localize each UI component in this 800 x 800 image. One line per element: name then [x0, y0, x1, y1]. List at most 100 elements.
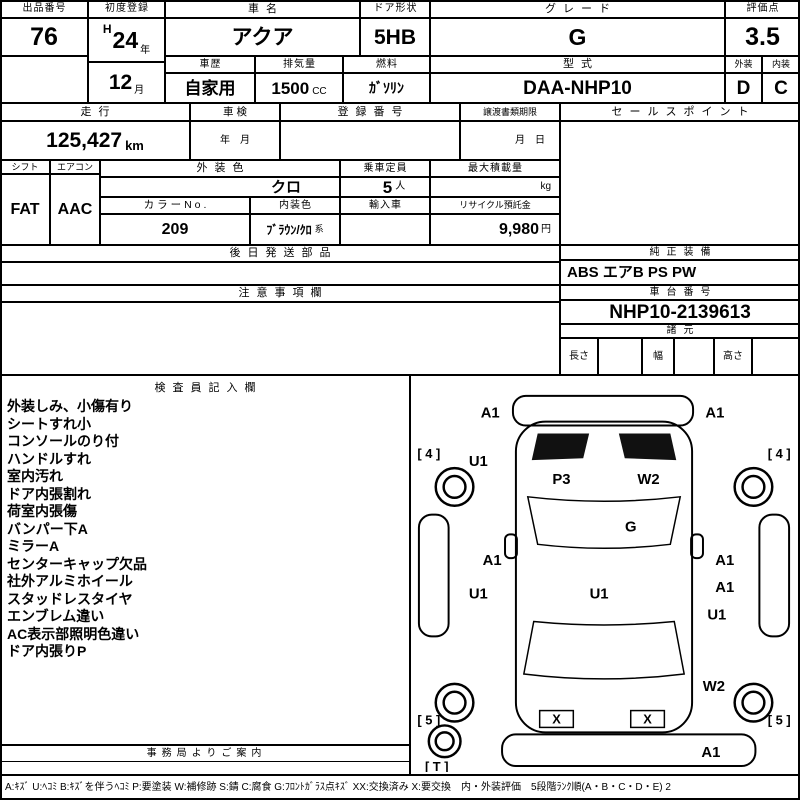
door-label: ドア形状 [360, 0, 430, 18]
car-body [514, 420, 694, 734]
rear-bumper [501, 733, 757, 767]
registration-no-label: 登録番号 [280, 103, 460, 121]
inspector-note: センターキャップ欠品 [7, 555, 147, 572]
mark-front-right-a1: A1 [705, 406, 724, 422]
divider-line [409, 375, 411, 775]
car-damage-diagram: A1 A1 [ 4 ] [ 4 ] U1 P3 W2 G A1 A1 U1 U1… [417, 394, 791, 774]
exterior-color-value: クロ [100, 177, 340, 197]
displacement-value: 1500 [271, 78, 310, 98]
import-car-label: 輸入車 [340, 197, 430, 214]
mark-right-u1: U1 [707, 608, 726, 624]
tread-rear-right: [ 5 ] [768, 712, 791, 727]
divider-line [0, 244, 800, 246]
recycle-deposit-unit: 円 [541, 223, 551, 235]
shift-value: FAT [0, 174, 50, 245]
score-label: 評価点 [725, 0, 800, 18]
aircon-value: AAC [50, 174, 100, 245]
office-info-bar: 事務局よりご案内 [0, 745, 410, 762]
interior-color-suffix: 系 [314, 224, 324, 234]
wheel-front-right [733, 466, 774, 507]
tread-front-right: [ 4 ] [768, 446, 791, 461]
color-no-value: 209 [100, 214, 250, 245]
mark-right-door-a1: A1 [715, 553, 734, 569]
frame-bottom-line [0, 798, 800, 800]
wheel-rear-left [434, 682, 475, 723]
x-mark-box-right [629, 709, 666, 729]
history-label: 車歴 [165, 56, 255, 73]
inspector-note: 外装しみ、小傷有り [7, 398, 133, 414]
capacity-label: 乗車定員 [340, 160, 430, 177]
mark-rear-bumper-a1: A1 [701, 745, 720, 761]
divider-line [0, 774, 800, 776]
mark-left-u1: U1 [469, 587, 488, 603]
score-value: 3.5 [725, 18, 800, 56]
left-mirror [504, 533, 518, 560]
inspector-note: 室内汚れ [7, 468, 63, 484]
max-load-label: 最大積載量 [430, 160, 560, 177]
interior-color-label: 内装色 [250, 197, 340, 214]
wheel-front-left-rim [442, 474, 467, 500]
legend-text: A:ｷｽﾞ U:ﾍｺﾐ B:ｷｽﾞを伴うﾍｺﾐ P:要塗装 W:補修跡 S:錆 … [0, 775, 800, 800]
left-side-panel [417, 513, 450, 638]
rear-window [522, 620, 686, 680]
mark-left-door-a1: A1 [483, 553, 502, 569]
mark-right-rear-w2: W2 [703, 679, 725, 695]
height-value-empty [752, 338, 800, 375]
mark-front-left-a1: A1 [481, 406, 500, 422]
inspection-value: 年 月 [190, 121, 280, 160]
front-bumper [511, 394, 695, 427]
mileage-cell: 125,427 km [0, 121, 190, 160]
inspector-title: 検査員記入欄 [154, 381, 263, 394]
frame-right-line [798, 0, 800, 800]
year-unit: 年 [140, 45, 151, 56]
mark-hood-w2: W2 [637, 472, 659, 488]
fuel-value: ｶﾞｿﾘﾝ [343, 73, 430, 103]
auction-no-label: 出品番号 [0, 0, 88, 18]
car-name-label: 車名 [165, 0, 360, 18]
chassis-no-value: NHP10-2139613 [560, 300, 800, 324]
mark-right-a1: A1 [715, 580, 734, 596]
grade-label: グレード [430, 0, 725, 18]
inspector-note: スタッドレスタイヤ [7, 590, 133, 607]
width-value-empty [674, 338, 714, 375]
later-parts-label: 後日発送部品 [0, 245, 560, 262]
color-no-label: カラーNo. [100, 197, 250, 214]
dimensions-label: 諸元 [560, 324, 800, 338]
inspection-label: 車検 [190, 103, 280, 121]
max-load-unit: kg [430, 177, 560, 197]
sales-point-label: セールスポイント [560, 103, 800, 121]
wheel-rear-right-rim [741, 690, 766, 715]
month-unit: 月 [134, 85, 145, 96]
capacity-unit: 人 [395, 181, 406, 192]
inspector-note: 荷室内張傷 [7, 503, 77, 519]
notes-value [0, 302, 560, 375]
mileage-unit: km [125, 138, 144, 153]
exterior-grade-value: D [725, 73, 762, 103]
inspector-note: バンパー下A [7, 520, 88, 537]
inspector-box: 検査員記入欄 外装しみ、小傷有り シートすれ小 コンソールのり付 ハンドルすれ … [0, 375, 410, 745]
inspector-note: ミラーA [7, 538, 60, 554]
sales-point-value [560, 121, 800, 245]
divider-line [0, 159, 561, 161]
recycle-deposit-value: 9,980 [498, 220, 539, 238]
first-reg-year-value: 24 [112, 26, 139, 53]
auction-no-empty-cell [0, 56, 88, 103]
right-mirror [690, 533, 704, 560]
interior-color-value: ﾌﾞﾗｳﾝ/ｸﾛ [266, 222, 312, 237]
diagram-box: A1 A1 [ 4 ] [ 4 ] U1 P3 W2 G A1 A1 U1 U1… [410, 375, 800, 775]
car-name-value: アクア [165, 18, 360, 56]
divider-line [0, 284, 800, 286]
frame-left-line [0, 0, 2, 800]
mark-hood-p3: P3 [552, 472, 570, 488]
mark-x-right: X [643, 711, 652, 726]
inspector-note: シートすれ小 [7, 415, 91, 432]
notes-label: 注意事項欄 [0, 285, 560, 302]
inspector-note: ハンドルすれ [7, 450, 91, 467]
history-value: 自家用 [165, 73, 255, 103]
grade-value: G [430, 18, 725, 56]
import-car-value [340, 214, 430, 245]
inspector-note: ドア内張りP [7, 643, 87, 659]
left-headlight [531, 433, 590, 461]
x-mark-box-left [538, 709, 575, 729]
inspector-note: AC表示部照明色違い [7, 625, 140, 642]
